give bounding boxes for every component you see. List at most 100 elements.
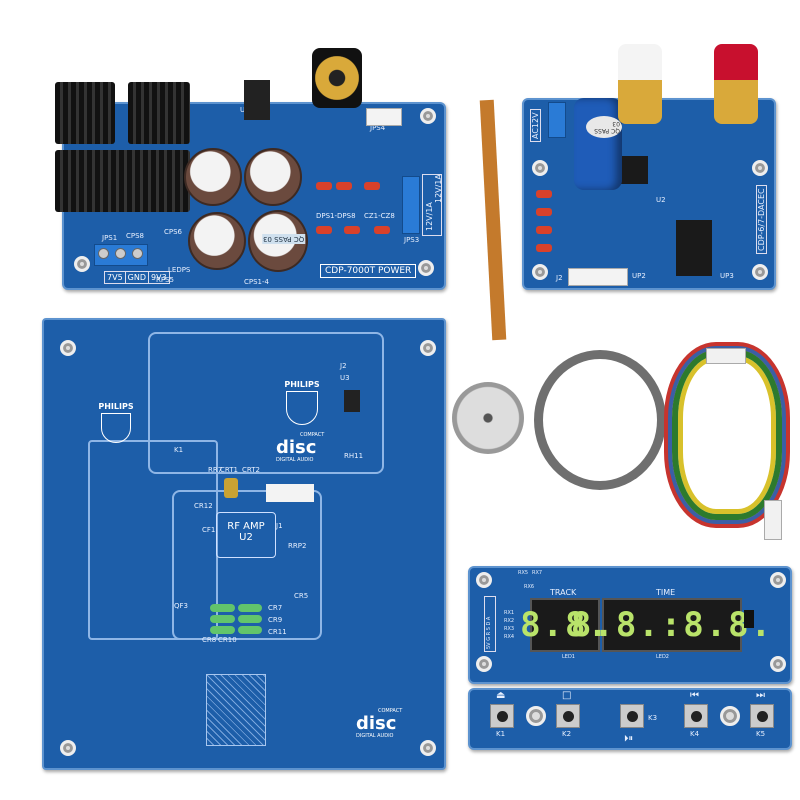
ref-cr12: CR12 xyxy=(194,502,213,510)
mount-hole xyxy=(720,706,740,726)
rf-amp-ref: U2 xyxy=(239,532,253,543)
j2-connector xyxy=(568,268,628,286)
label-k2: K2 xyxy=(562,730,572,738)
ref-cr9: CR9 xyxy=(268,616,283,624)
label-gnd: GND xyxy=(126,272,149,283)
diode xyxy=(374,226,390,234)
philips-logo: PHILIPS xyxy=(282,380,322,427)
label-ac12v: AC12V xyxy=(530,109,541,142)
ref-rx4: RX4 xyxy=(504,634,515,640)
ref-jps1: JPS1 xyxy=(102,234,118,242)
output-terminal xyxy=(402,176,420,234)
track-label: TRACK xyxy=(550,588,577,597)
ref-crt1: CRT1 xyxy=(220,466,238,474)
ref-up3: UP3 xyxy=(720,272,734,280)
mount-hole xyxy=(770,572,786,588)
philips-text: PHILIPS xyxy=(98,402,134,411)
ref-rps5: RPS5 xyxy=(156,276,174,284)
ref-cps8: CPS8 xyxy=(126,232,145,240)
ref-cr10: CR10 xyxy=(218,636,237,644)
ref-j2: J2 xyxy=(340,362,347,370)
label-k3: K3 xyxy=(648,714,658,722)
stop-button-k2[interactable] xyxy=(556,704,580,728)
capacitor xyxy=(248,210,308,272)
mount-hole xyxy=(60,740,76,756)
capacitor-small xyxy=(536,226,552,234)
eject-button-k1[interactable] xyxy=(490,704,514,728)
label-12v-2: 12V/1A xyxy=(434,174,443,203)
ref-rx2: RX2 xyxy=(504,618,515,624)
previous-button-k4[interactable] xyxy=(684,704,708,728)
ref-rx1: RX1 xyxy=(504,610,515,616)
play-pause-button-k3[interactable] xyxy=(620,704,644,728)
input-terminal xyxy=(94,244,148,266)
ref-cz: CZ1-CZ8 xyxy=(364,212,395,220)
heatsink xyxy=(128,82,190,144)
outline xyxy=(88,440,218,640)
ref-u3: U3 xyxy=(340,374,350,382)
pin-header: 5V G R S D A xyxy=(484,596,496,652)
ref-cr5: CR5 xyxy=(294,592,309,600)
ref-cr11: CR11 xyxy=(268,628,287,636)
ref-rr7: RR7 xyxy=(208,466,223,474)
ref-cps6: CPS6 xyxy=(164,228,183,236)
ref-up2: UP2 xyxy=(632,272,646,280)
stop-icon: □ xyxy=(562,690,572,701)
capacitor-small xyxy=(536,244,552,252)
ref-rx5: RX5 xyxy=(518,570,529,576)
board-title: CDP-7000T POWER xyxy=(320,264,417,278)
mount-hole xyxy=(526,706,546,726)
mount-hole xyxy=(420,740,436,756)
diode xyxy=(364,182,380,190)
board-title: CDP-6/7-DACEC xyxy=(756,185,767,254)
disc-logo-main: disc xyxy=(356,713,397,734)
mount-hole xyxy=(420,108,436,124)
hatched-pad xyxy=(206,674,266,746)
outline xyxy=(172,490,322,640)
button-board: ⏏ K1 □ K2 K3 ⏵⏸ ⏮ K4 ⏭ K5 xyxy=(468,688,792,750)
ref-led1: LED1 xyxy=(562,654,575,660)
ref-k1: K1 xyxy=(174,446,184,454)
ac-terminal xyxy=(548,102,566,138)
ref-dps: DPS1-DPS8 xyxy=(316,212,356,220)
rf-amp-label: RF AMP xyxy=(227,521,265,532)
ref-jps4: JPS4 xyxy=(370,124,386,132)
ref-j1: J1 xyxy=(276,522,283,530)
next-track-icon: ⏭ xyxy=(756,690,765,701)
philips-logo: PHILIPS xyxy=(98,402,134,445)
opamp-chip xyxy=(620,156,648,184)
disc-logo-bottom: DIGITAL AUDIO xyxy=(356,733,394,739)
mount-hole xyxy=(752,160,768,176)
diode xyxy=(316,182,332,190)
spindle-motor xyxy=(452,382,524,454)
ref-cf1: CF1 xyxy=(202,526,216,534)
ref-led2: LED2 xyxy=(656,654,669,660)
ref-rh11: RH11 xyxy=(344,452,364,460)
next-button-k5[interactable] xyxy=(750,704,774,728)
ref-u2: U2 xyxy=(656,196,666,204)
mount-hole xyxy=(418,260,434,276)
heatsink xyxy=(55,150,190,212)
grey-cable-loop xyxy=(534,350,666,490)
blue-capacitor: QC PASS 03 xyxy=(574,98,622,190)
display-board: RX5 RX7 RX6 TRACK TIME 5V G R S D A RX1 … xyxy=(468,566,792,684)
label-k4: K4 xyxy=(690,730,700,738)
capacitor-small xyxy=(536,208,552,216)
mount-hole xyxy=(420,340,436,356)
harness-connector xyxy=(764,500,782,540)
label-12v-1: 12V/1A xyxy=(425,202,434,231)
main-board: PHILIPS PHILIPS COMPACT disc DIGITAL AUD… xyxy=(42,318,446,770)
compact-disc-logo: COMPACT disc DIGITAL AUDIO xyxy=(276,432,324,463)
capacitor-crt1 xyxy=(224,478,238,498)
ref-rx3: RX3 xyxy=(504,626,515,632)
ref-jps3: JPS3 xyxy=(404,236,420,244)
harness-connector xyxy=(706,348,746,364)
diode xyxy=(336,182,352,190)
ref-crt2: CRT2 xyxy=(242,466,260,474)
rca-jack-white xyxy=(618,44,662,124)
ref-cr8: CR8 xyxy=(202,636,217,644)
eject-icon: ⏏ xyxy=(496,690,506,701)
label-9v3: 9V3 xyxy=(151,273,167,282)
disc-logo-top: COMPACT xyxy=(378,708,403,714)
mount-hole xyxy=(752,264,768,280)
